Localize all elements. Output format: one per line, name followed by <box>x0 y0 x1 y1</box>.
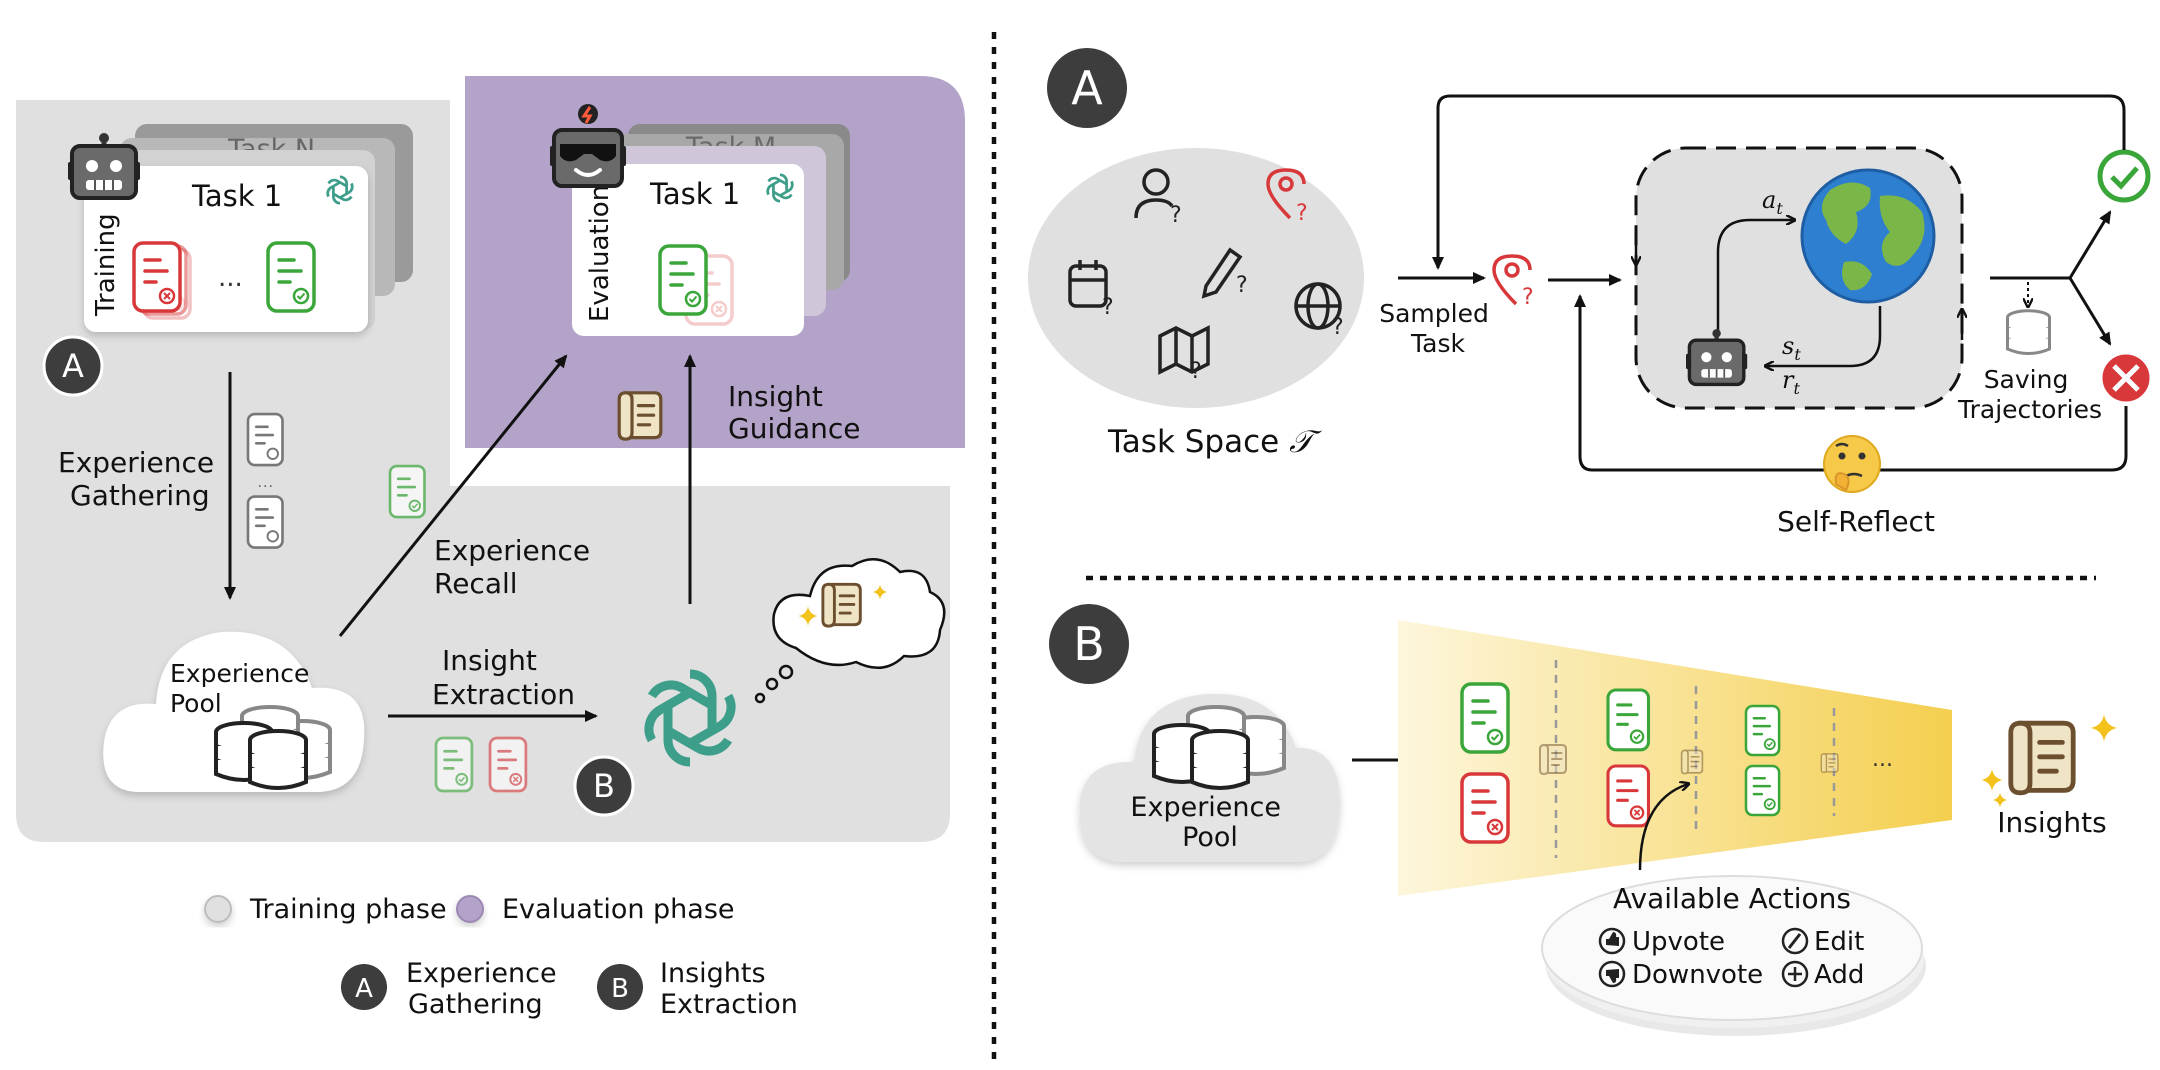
task-space-icons: ? ? ? ? ? ? <box>1068 168 1344 384</box>
x-circle-icon <box>2099 351 2153 405</box>
pencil-icon: ? <box>1201 247 1248 299</box>
observation-arrow <box>1766 306 1882 366</box>
saving-trajectories-label: Saving Trajectories <box>1957 365 2102 424</box>
svg-text:?: ? <box>1170 203 1182 228</box>
location-pin-icon: ? <box>1266 168 1308 226</box>
svg-text:?: ? <box>1190 359 1202 384</box>
thinking-face-icon <box>1823 435 1881 493</box>
evaluation-task-stack: Task M Task 1 Evaluation <box>572 124 850 336</box>
action-downvote: Downvote <box>1632 960 1763 990</box>
sampled-task-pin-icon: ? <box>1492 254 1534 310</box>
thought-bubble-icon <box>754 558 946 704</box>
badge-b-right: B <box>1049 604 1129 684</box>
pencil-circle-icon <box>1781 927 1809 955</box>
svg-text:B: B <box>611 974 629 1004</box>
experience-recall-arrow <box>338 354 568 637</box>
scroll-icon <box>617 391 663 441</box>
svg-text:A: A <box>62 347 84 385</box>
insight-funnel <box>1398 620 1952 896</box>
thumbs-down-icon <box>1598 960 1626 988</box>
svg-text:A: A <box>1071 61 1103 115</box>
legend-evaluation-phase: Evaluation phase <box>502 894 735 925</box>
insights-label: Insights <box>1997 806 2106 839</box>
svg-text:B: B <box>1073 617 1105 671</box>
task-1-eval-label: Task 1 <box>649 177 740 211</box>
gathered-trajectories-icon: ··· <box>246 412 284 549</box>
task-space-label: Task Space 𝒯 <box>1107 424 1322 460</box>
plus-circle-icon <box>1781 960 1809 988</box>
svg-text:?: ? <box>1102 295 1114 320</box>
failed-trajectory-icon <box>132 241 192 320</box>
success-branch-arrow <box>2068 210 2112 279</box>
task-1-label: Task 1 <box>191 179 282 213</box>
action-arrow <box>1716 220 1794 336</box>
self-reflect-label: Self-Reflect <box>1777 505 1935 538</box>
experience-recall-label: Experience Recall <box>434 534 599 600</box>
insight-extraction-label: Insight Extraction <box>432 644 575 711</box>
experience-pool-label: Experience Pool <box>170 659 317 718</box>
failure-branch-arrow <box>2068 277 2112 346</box>
reward-label: rt <box>1782 366 1800 398</box>
funnel-ellipsis: ... <box>1872 747 1893 772</box>
training-vertical-label: Training <box>91 213 121 317</box>
experience-gathering-label: Experience Gathering <box>58 446 223 512</box>
task-space-region <box>1028 148 1364 408</box>
action-add: Add <box>1814 960 1864 990</box>
legend-b-label: Insights Extraction <box>660 958 798 1020</box>
pool-label: Experience Pool <box>1130 792 1289 853</box>
actions-title: Available Actions <box>1613 882 1851 915</box>
legend-training-phase: Training phase <box>249 894 447 925</box>
svg-text:?: ? <box>1236 273 1248 298</box>
action-upvote: Upvote <box>1632 927 1725 957</box>
svg-text:?: ? <box>1522 285 1534 310</box>
badge-a-right: A <box>1047 48 1127 128</box>
state-label: st <box>1782 332 1801 364</box>
evaluation-vertical-label: Evaluation <box>585 185 615 322</box>
eval-trajectory-icon <box>658 244 708 316</box>
training-task-stack: Task N Task 1 Training ... <box>84 124 413 332</box>
svg-text:B: B <box>593 767 615 805</box>
insight-guidance-label: Insight Guidance <box>728 380 861 445</box>
earth-icon <box>1800 168 1936 304</box>
svg-text:···: ··· <box>257 477 273 495</box>
check-circle-icon <box>2097 149 2151 203</box>
legend: Training phase Evaluation phase A Experi… <box>204 894 798 1020</box>
badge-a-left: A <box>42 335 104 397</box>
thumbs-up-icon <box>1598 927 1626 955</box>
svg-text:?: ? <box>1296 201 1308 226</box>
svg-text:A: A <box>355 974 373 1004</box>
sampled-task-label: Sampled Task <box>1379 299 1497 358</box>
map-icon: ? <box>1158 325 1210 384</box>
success-trajectory-icon <box>266 241 316 313</box>
legend-a-label: Experience Gathering <box>406 958 565 1020</box>
action-pointer-arrow <box>1638 784 1688 871</box>
training-ellipsis: ... <box>218 263 243 293</box>
user-icon: ? <box>1134 168 1182 228</box>
globe-icon: ? <box>1294 282 1344 340</box>
calendar-icon: ? <box>1068 260 1114 320</box>
success-loop-arrow <box>1432 94 2126 270</box>
svg-text:?: ? <box>1332 315 1344 340</box>
recalled-trajectory-icon <box>388 464 426 519</box>
insights-icon <box>1981 714 2118 808</box>
available-actions-card: Available Actions Upvote Edit Downvote A… <box>1541 875 1926 1036</box>
action-label: at <box>1762 186 1783 218</box>
sunglasses-robot-icon <box>550 104 626 188</box>
trajectory-database-icon <box>2006 309 2051 355</box>
action-edit: Edit <box>1814 927 1864 957</box>
badge-b-left: B <box>573 755 635 817</box>
